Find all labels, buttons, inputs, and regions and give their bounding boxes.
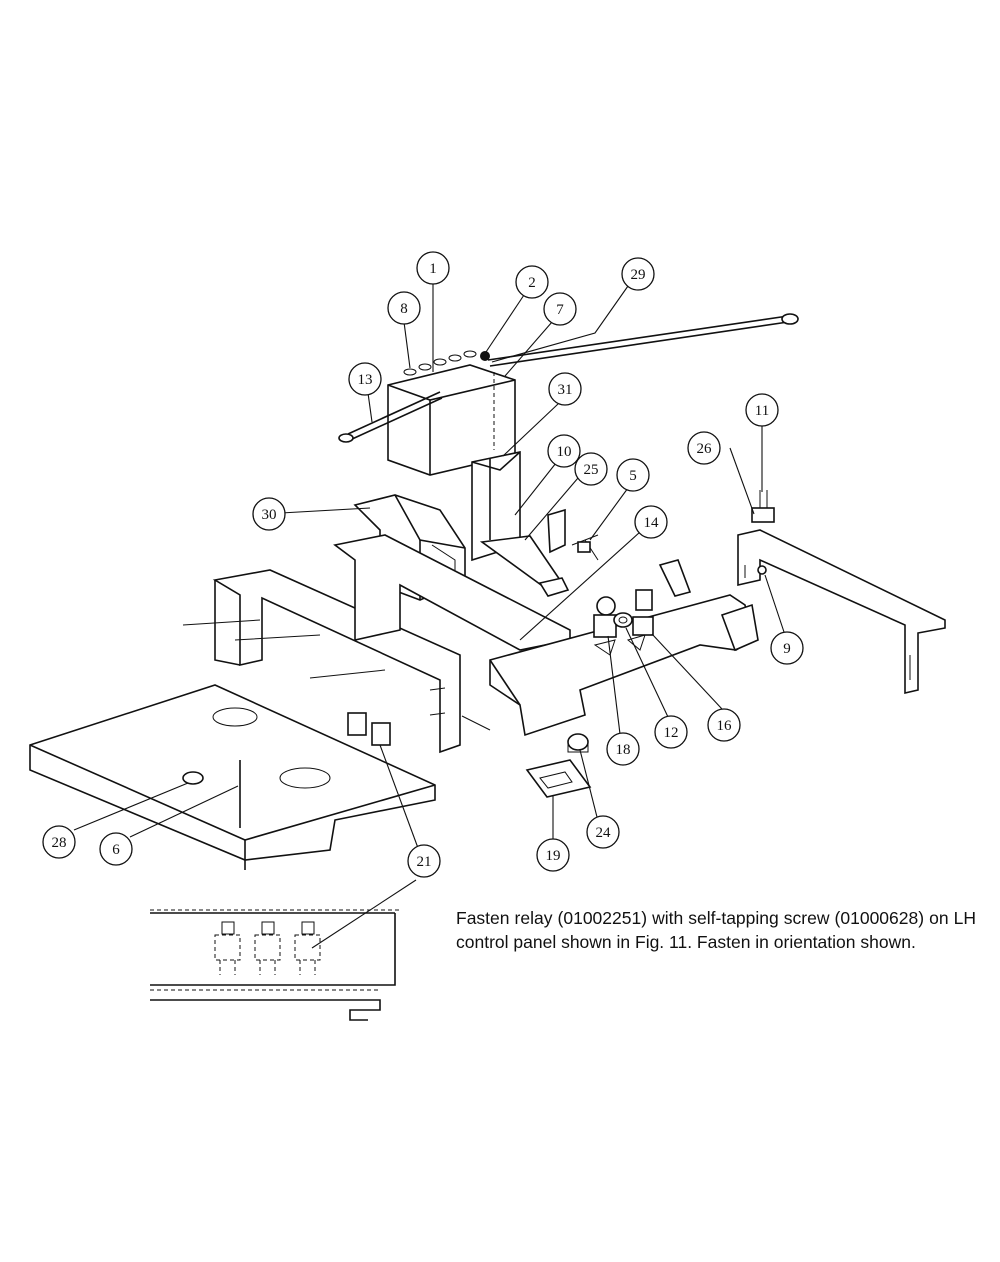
svg-text:25: 25: [584, 462, 599, 478]
battery-cable-long: [487, 313, 799, 367]
svg-text:2: 2: [528, 275, 536, 291]
callout-7: 7: [543, 292, 577, 326]
svg-text:7: 7: [556, 302, 564, 318]
callout-16: 16: [707, 708, 741, 742]
callout-14: 14: [634, 505, 668, 539]
svg-text:24: 24: [596, 825, 612, 841]
svg-text:8: 8: [400, 301, 408, 317]
callout-12: 12: [654, 715, 688, 749]
callout-2: 2: [515, 265, 549, 299]
svg-text:18: 18: [616, 742, 631, 758]
svg-text:16: 16: [717, 718, 733, 734]
callout-10: 10: [547, 434, 581, 468]
control-panel: [489, 594, 759, 737]
svg-text:31: 31: [558, 382, 573, 398]
key-switch: [593, 596, 617, 638]
callout-24: 24: [586, 815, 620, 849]
callout-18: 18: [606, 732, 640, 766]
right-frame-bracket: [737, 490, 946, 695]
ignition-knob: [613, 612, 633, 628]
callout-11: 11: [745, 393, 779, 427]
assembly-note: Fasten relay (01002251) with self-tappin…: [456, 908, 976, 952]
callout-28: 28: [42, 825, 76, 859]
hour-meter: [567, 733, 589, 753]
callout-26: 26: [687, 431, 721, 465]
wire-harness-part: [547, 508, 692, 597]
svg-text:28: 28: [52, 835, 67, 851]
svg-text:6: 6: [112, 842, 120, 858]
svg-text:21: 21: [417, 854, 432, 870]
svg-text:9: 9: [783, 641, 791, 657]
callout-13: 13: [348, 362, 382, 396]
callout-21-main: 21: [407, 844, 441, 878]
callout-30: 30: [252, 497, 286, 531]
floor-pan: [29, 684, 436, 870]
leader-lines: [73, 284, 786, 949]
rear-frame: [182, 534, 571, 754]
battery-cable-short: [338, 391, 443, 443]
svg-text:14: 14: [644, 515, 660, 531]
svg-text:12: 12: [664, 725, 679, 741]
panel-plate: [525, 759, 592, 798]
pedal-lever: [479, 535, 570, 597]
svg-text:1: 1: [429, 261, 437, 277]
callout-9: 9: [770, 631, 804, 665]
svg-text:10: 10: [557, 444, 572, 460]
inset-lh-control-panel: [150, 909, 400, 1021]
svg-text:13: 13: [358, 372, 373, 388]
svg-text:19: 19: [546, 848, 561, 864]
svg-text:30: 30: [262, 507, 277, 523]
callout-25: 25: [574, 452, 608, 486]
battery-post: [471, 451, 521, 562]
callout-31: 31: [548, 372, 582, 406]
svg-text:29: 29: [631, 267, 646, 283]
toggle-switch: [632, 589, 654, 636]
callout-5: 5: [616, 458, 650, 492]
relay-pair: [347, 712, 391, 746]
callout-19: 19: [536, 838, 570, 872]
callout-29: 29: [621, 257, 655, 291]
svg-text:11: 11: [755, 403, 769, 419]
callout-6: 6: [99, 832, 133, 866]
svg-text:26: 26: [697, 441, 713, 457]
callout-1: 1: [416, 251, 450, 285]
callout-8: 8: [387, 291, 421, 325]
svg-text:5: 5: [629, 468, 637, 484]
